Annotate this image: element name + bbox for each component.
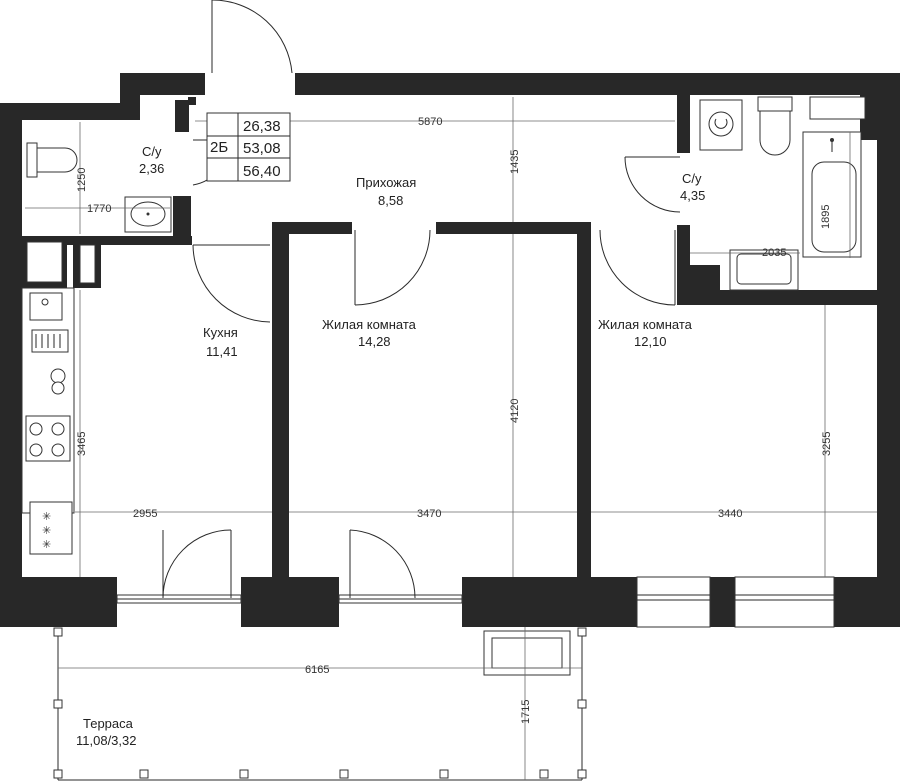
room-area-living-1: 14,28	[358, 334, 391, 349]
dim-living-1-width: 3470	[417, 508, 441, 520]
dish-drainer	[31, 329, 69, 353]
dim-terrace-depth: 1715	[520, 700, 532, 724]
room-area-bathroom-right: 4,35	[680, 188, 705, 203]
room-name-bathroom-left: С/у	[142, 144, 162, 159]
svg-text:✳: ✳	[42, 525, 51, 537]
dim-terrace-width: 6165	[305, 664, 329, 676]
area-with-terrace: 56,40	[243, 163, 281, 180]
room-area-hallway: 8,58	[378, 193, 403, 208]
kitchen-sink	[29, 292, 63, 321]
dim-bath-right-depth: 1895	[820, 205, 832, 229]
dim-hall-width: 5870	[418, 116, 442, 128]
room-name-kitchen: Кухня	[203, 325, 238, 340]
terrace-outline	[53, 627, 587, 781]
apartment-info-box: 2Б 26,38 53,08 56,40	[206, 112, 291, 182]
room-labels: С/у 2,36 Прихожая 8,58 С/у 4,35 Кухня 11…	[76, 144, 705, 748]
room-name-terrace: Терраса	[83, 716, 134, 731]
dim-bath-left-depth: 1250	[76, 168, 88, 192]
sink-bowl	[50, 368, 66, 384]
room-area-terrace: 11,08/3,32	[76, 733, 136, 748]
toilet-left	[36, 147, 78, 173]
dim-living-2-width: 3440	[718, 508, 742, 520]
apartment-type: 2Б	[210, 139, 228, 156]
room-area-bathroom-left: 2,36	[139, 161, 164, 176]
room-name-hallway: Прихожая	[356, 175, 416, 190]
dim-bath-right-width: 2035	[762, 247, 786, 259]
area-total: 53,08	[243, 140, 281, 157]
room-name-bathroom-right: С/у	[682, 171, 702, 186]
walls	[0, 73, 900, 627]
dim-hall-depth: 1435	[509, 150, 521, 174]
room-name-living-1: Жилая комната	[322, 317, 417, 332]
fridge	[29, 501, 73, 555]
room-name-living-2: Жилая комната	[598, 317, 693, 332]
dim-kitchen-width: 2955	[133, 508, 157, 520]
dimension-labels: 5870 1435 1770 1250 2035 1895 2955 3465 …	[76, 116, 833, 724]
room-area-living-2: 12,10	[634, 334, 667, 349]
area-living: 26,38	[243, 118, 281, 135]
toilet-left-tank	[26, 142, 38, 178]
windows	[116, 96, 866, 628]
dim-bath-left-width: 1770	[87, 203, 111, 215]
dim-living-1-depth: 4120	[509, 399, 521, 423]
kitchen-counter	[21, 287, 75, 514]
doors	[162, 0, 681, 599]
room-area-kitchen: 11,41	[206, 344, 238, 359]
toilet-right	[759, 110, 791, 156]
svg-text:✳: ✳	[42, 511, 51, 523]
dim-kitchen-depth: 3465	[76, 432, 88, 456]
dim-living-2-depth: 3255	[821, 432, 833, 456]
svg-text:✳: ✳	[42, 539, 51, 551]
